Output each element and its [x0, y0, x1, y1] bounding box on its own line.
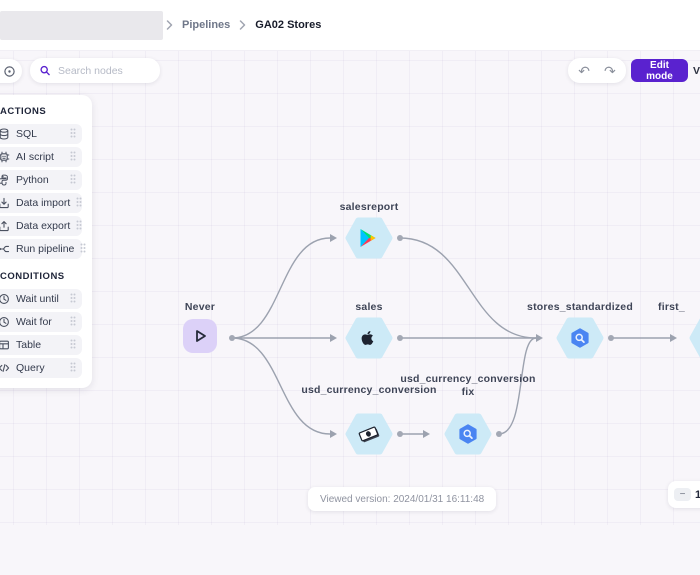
code-icon — [0, 362, 10, 374]
node-usd-currency-conversion[interactable] — [345, 413, 393, 455]
node-usd-currency-conversion-fix[interactable] — [444, 413, 492, 455]
play-store-icon — [360, 229, 376, 247]
palette-section-title: ACTIONS — [0, 106, 47, 117]
node-stores-standardized[interactable] — [556, 317, 604, 359]
search-input[interactable] — [56, 63, 150, 78]
clock-icon — [0, 316, 10, 328]
palette-item-label: SQL — [16, 128, 38, 140]
history-controls: ↶ ↷ — [568, 58, 626, 83]
node-label: first_ — [658, 301, 685, 313]
palette-item-label: Data export — [16, 220, 71, 232]
target-icon — [4, 65, 15, 77]
redacted-project-name — [0, 11, 163, 40]
table-icon — [0, 339, 10, 351]
bigquery-icon — [459, 424, 477, 444]
python-icon — [0, 174, 10, 186]
drag-handle-icon[interactable] — [70, 171, 76, 189]
node-trigger-never[interactable] — [183, 319, 217, 353]
undo-icon[interactable]: ↶ — [578, 62, 590, 79]
palette-item-python[interactable]: Python — [0, 170, 82, 190]
node-label: Never — [184, 301, 216, 313]
node-label: sales — [355, 301, 383, 313]
import-icon — [0, 197, 10, 209]
node-label: usd_currency_conversion — [400, 373, 536, 385]
palette-item-run-pipeline[interactable]: Run pipeline — [0, 239, 86, 259]
pipeline-canvas[interactable]: Never salesreport sales usd_currency_con — [0, 50, 700, 525]
node-label: stores_standardized — [527, 301, 633, 313]
node-label: fix — [461, 386, 475, 398]
drag-handle-icon[interactable] — [76, 217, 82, 235]
search-bar[interactable] — [30, 58, 160, 83]
drag-handle-icon[interactable] — [70, 290, 76, 308]
palette-item-sql[interactable]: SQL — [0, 124, 82, 144]
palette-item-wait-until[interactable]: Wait until — [0, 289, 82, 309]
palette-item-query[interactable]: Query — [0, 358, 82, 378]
drag-handle-icon[interactable] — [70, 336, 76, 354]
node-salesreport[interactable] — [345, 217, 393, 259]
drag-handle-icon[interactable] — [80, 240, 86, 258]
palette-item-label: Data import — [16, 197, 71, 209]
palette-item-label: Table — [16, 339, 42, 351]
zoom-control: − 11 — [668, 481, 700, 508]
palette-item-data-import[interactable]: Data import — [0, 193, 82, 213]
node-label: usd_currency_conversion — [301, 384, 437, 396]
toolbar-left-partial[interactable] — [0, 59, 22, 83]
palette-section-title: CONDITIONS — [0, 271, 65, 282]
palette-item-ai-script[interactable]: AI script — [0, 147, 82, 167]
database-icon — [0, 128, 10, 140]
zoom-out-button[interactable]: − — [674, 488, 691, 501]
clock-icon — [0, 293, 10, 305]
breadcrumb-pipelines[interactable]: Pipelines — [182, 19, 231, 31]
palette-item-label: Wait for — [16, 316, 52, 328]
zoom-level: 11 — [695, 488, 700, 501]
money-icon — [358, 426, 380, 443]
node-label: salesreport — [339, 201, 399, 213]
palette-item-table[interactable]: Table — [0, 335, 82, 355]
view-mode-button[interactable]: View — [693, 65, 700, 77]
chip-icon — [0, 151, 10, 163]
drag-handle-icon[interactable] — [70, 359, 76, 377]
export-icon — [0, 220, 10, 232]
chevron-right-icon — [166, 20, 173, 30]
drag-handle-icon[interactable] — [70, 148, 76, 166]
node-palette: ACTIONS SQL AI script Python Data import — [0, 95, 92, 388]
palette-item-data-export[interactable]: Data export — [0, 216, 82, 236]
play-icon — [196, 330, 206, 342]
node-sales[interactable] — [345, 317, 393, 359]
bigquery-icon — [571, 328, 589, 348]
drag-handle-icon[interactable] — [70, 125, 76, 143]
palette-item-label: Query — [16, 362, 45, 374]
breadcrumb-current-page: GA02 Stores — [255, 19, 322, 31]
search-icon — [40, 65, 50, 76]
edit-mode-button[interactable]: Edit mode — [631, 59, 688, 82]
palette-item-label: Python — [16, 174, 49, 186]
apple-icon — [361, 330, 374, 345]
drag-handle-icon[interactable] — [76, 194, 82, 212]
viewed-version-toast: Viewed version: 2024/01/31 16:11:48 — [308, 487, 497, 511]
drag-handle-icon[interactable] — [70, 313, 76, 331]
palette-item-label: Run pipeline — [16, 243, 75, 255]
chevron-right-icon — [239, 20, 246, 30]
node-first[interactable] — [689, 317, 700, 359]
top-bar: Pipelines GA02 Stores — [0, 0, 700, 51]
breadcrumb: Pipelines GA02 Stores — [166, 0, 321, 50]
palette-item-label: AI script — [16, 151, 54, 163]
palette-item-label: Wait until — [16, 293, 59, 305]
redo-icon[interactable]: ↷ — [604, 62, 616, 79]
palette-item-wait-for[interactable]: Wait for — [0, 312, 82, 332]
pipeline-icon — [0, 243, 10, 255]
